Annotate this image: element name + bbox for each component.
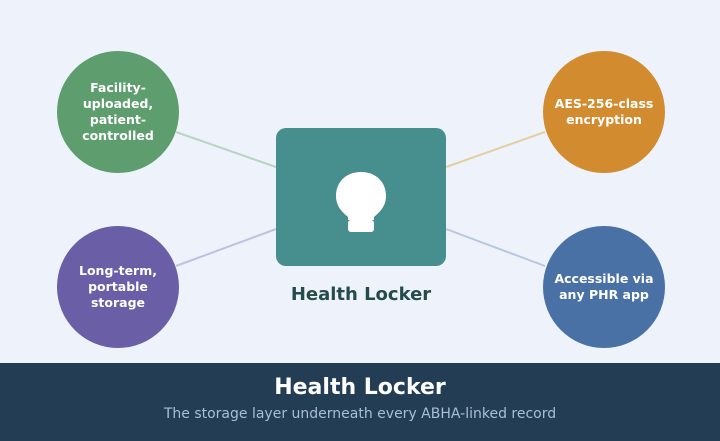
node-facility-uploaded: Facility-uploaded, patient-controlled — [57, 51, 179, 173]
center-label: Health Locker — [290, 284, 432, 305]
footer-banner: Health Locker The storage layer undernea… — [0, 363, 720, 441]
diagram-canvas: Facility-uploaded, patient-controlled AE… — [57, 51, 665, 348]
footer-title: Health Locker — [274, 375, 446, 400]
health-locker-box — [276, 128, 446, 266]
connector-bottom-right — [445, 228, 546, 267]
footer-subtitle: The storage layer underneath every ABHA-… — [163, 406, 557, 422]
connector-top-right — [445, 131, 546, 168]
node-long-term-storage: Long-term, portable storage — [57, 226, 179, 348]
connector-top-left — [175, 131, 277, 168]
lightbulb-icon — [336, 172, 386, 232]
node-encryption: AES-256-class encryption — [543, 51, 665, 173]
connector-lines — [175, 131, 546, 267]
connector-bottom-left — [175, 228, 277, 267]
node-accessible-phr: Accessible via any PHR app — [543, 226, 665, 348]
